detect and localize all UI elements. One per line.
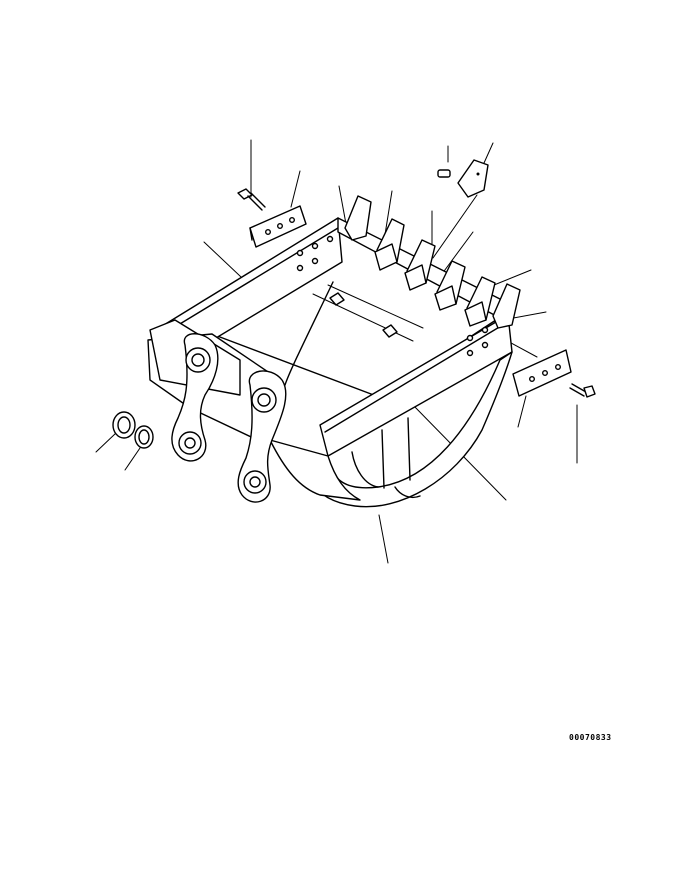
bucket-tooth bbox=[492, 283, 521, 329]
floor-nuts bbox=[329, 292, 398, 338]
bolt-hole bbox=[326, 235, 334, 243]
bucket-teeth bbox=[344, 195, 521, 329]
spare-tooth-point bbox=[457, 159, 489, 198]
leader-line bbox=[338, 185, 347, 225]
spare-tooth bbox=[437, 159, 489, 198]
leader-line bbox=[483, 142, 494, 164]
right-side-cutter-group bbox=[512, 349, 596, 398]
leader-line bbox=[432, 194, 478, 259]
leader-line bbox=[517, 395, 527, 428]
leader-line bbox=[378, 514, 389, 564]
leader-line bbox=[95, 432, 117, 453]
left-side-cutter-group bbox=[237, 188, 307, 248]
bucket-tooth bbox=[344, 195, 372, 241]
bolt-hole bbox=[296, 249, 304, 257]
bolt-head bbox=[583, 385, 596, 398]
shim-washers bbox=[112, 411, 154, 449]
bolt-hole bbox=[466, 349, 474, 357]
side-cutter-right bbox=[512, 349, 572, 397]
bolt-hole bbox=[481, 326, 489, 334]
nut bbox=[329, 292, 345, 306]
tooth-adapter bbox=[374, 243, 398, 271]
bolt-hole bbox=[481, 341, 489, 349]
tooth-adapter bbox=[434, 285, 457, 311]
bucket-body bbox=[158, 217, 513, 508]
bolt-hole bbox=[466, 334, 474, 342]
drawing-code: 00070833 bbox=[569, 733, 612, 742]
tooth-adapter bbox=[464, 301, 487, 327]
nut bbox=[382, 324, 398, 338]
hinge-bracket bbox=[147, 319, 287, 503]
leader-line bbox=[124, 447, 141, 471]
bolt-hole bbox=[311, 242, 319, 250]
bolt-hole bbox=[296, 264, 304, 272]
bucket-heel bbox=[269, 439, 361, 501]
bolt-hole bbox=[311, 257, 319, 265]
leader-line bbox=[290, 170, 301, 208]
tooth-adapter bbox=[404, 264, 427, 291]
tooth-pin bbox=[437, 169, 451, 178]
